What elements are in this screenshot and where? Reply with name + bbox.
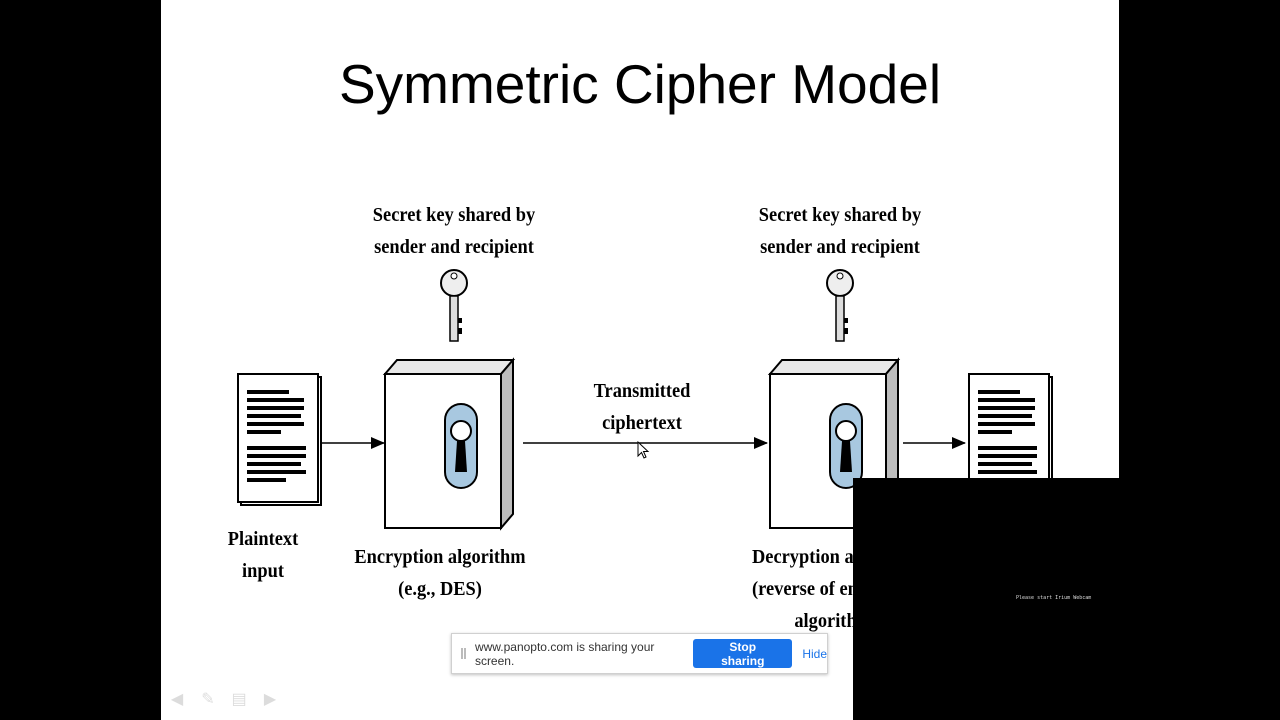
transmitted-line: ciphertext xyxy=(602,412,682,434)
decryption-line: algorith xyxy=(794,610,857,632)
decryption-line: Decryption a xyxy=(752,546,854,568)
next-icon[interactable]: ▶ xyxy=(263,691,277,708)
decryption-box xyxy=(767,357,901,531)
encryption-line: Encryption algorithm xyxy=(354,546,526,568)
cipher-diagram xyxy=(237,269,1053,531)
plaintext-input-label: Plaintext input xyxy=(217,523,309,587)
decryption-algorithm-label: Decryption a (reverse of en algorith xyxy=(752,541,936,637)
slide: Symmetric Cipher Model xyxy=(161,0,1119,720)
webcam-message: Please start Irium Webcam xyxy=(1016,595,1092,601)
plaintext-line: input xyxy=(242,560,284,582)
hide-button[interactable]: Hide xyxy=(802,646,827,661)
menu-icon[interactable]: ▤ xyxy=(231,691,247,708)
screen-share-bar: www.panopto.com is sharing your screen. … xyxy=(451,633,828,674)
drag-handle-icon[interactable] xyxy=(461,648,466,659)
key-label-left: Secret key shared by sender and recipien… xyxy=(362,199,546,263)
webcam-overlay: Please start Irium Webcam xyxy=(853,478,1120,720)
key-icon xyxy=(826,269,854,342)
key-label-right-line: Secret key shared by xyxy=(758,204,922,226)
pen-icon[interactable]: ✎ xyxy=(201,691,215,708)
plaintext-document-icon xyxy=(237,373,322,506)
encryption-line: (e.g., DES) xyxy=(398,578,482,600)
encryption-box xyxy=(382,357,516,531)
key-label-right-line: sender and recipient xyxy=(760,236,920,258)
keyhole-icon xyxy=(829,403,863,489)
slide-title: Symmetric Cipher Model xyxy=(338,53,942,115)
transmitted-line: Transmitted xyxy=(593,380,691,402)
plaintext-line: Plaintext xyxy=(227,528,299,550)
encryption-algorithm-label: Encryption algorithm (e.g., DES) xyxy=(348,541,532,605)
transmitted-ciphertext-label: Transmitted ciphertext xyxy=(587,375,697,439)
key-label-left-line: sender and recipient xyxy=(374,236,534,258)
key-label-left-line: Secret key shared by xyxy=(372,204,536,226)
key-icon xyxy=(440,269,468,342)
previous-icon[interactable]: ◀ xyxy=(170,691,184,708)
mouse-cursor-icon xyxy=(637,441,650,459)
keyhole-icon xyxy=(444,403,478,489)
decryption-line: (reverse of en xyxy=(752,578,858,600)
stop-sharing-button[interactable]: Stop sharing xyxy=(693,639,793,668)
key-label-right: Secret key shared by sender and recipien… xyxy=(748,199,932,263)
share-message: www.panopto.com is sharing your screen. xyxy=(474,639,655,668)
slide-nav-controls: ◀ ✎ ▤ ▶ xyxy=(167,690,280,710)
